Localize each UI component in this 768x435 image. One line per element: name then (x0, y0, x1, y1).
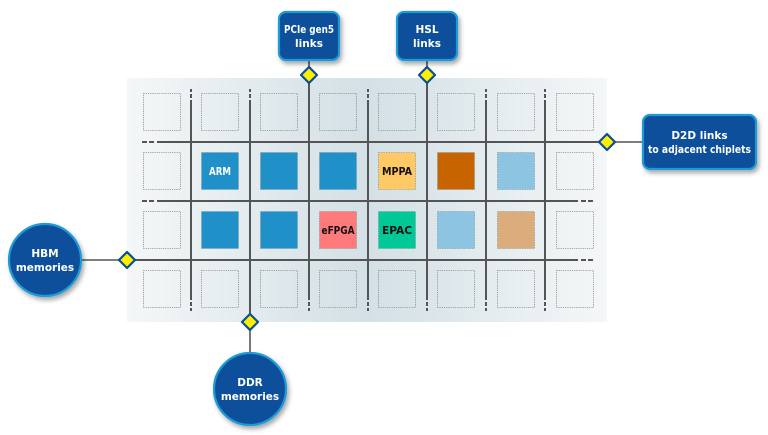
pcie-connector-diamond-icon (299, 65, 319, 85)
empty-tile-slot (260, 270, 298, 308)
hbm-callout-text: memories (16, 262, 74, 274)
empty-tile-slot (201, 93, 239, 131)
hsl-connector-diamond-icon (417, 65, 437, 85)
empty-tile-slot (143, 211, 181, 249)
empty-tile-slot (556, 270, 594, 308)
tile-block (319, 152, 357, 190)
empty-tile-slot (497, 270, 535, 308)
hbm-callout-text: HBM (31, 248, 58, 260)
tile-block (437, 211, 475, 249)
hsl-callout: HSL links (395, 10, 459, 62)
tile-efpga: eFPGA (319, 211, 357, 249)
d2d-callout-box (641, 113, 758, 171)
tile-block (497, 211, 535, 249)
pcie-callout: PCIe gen5 links (277, 10, 341, 62)
empty-tile-slot (143, 93, 181, 131)
d2d-connector-diamond-icon (597, 132, 617, 152)
empty-tile-slot (260, 93, 298, 131)
pcie-callout-text: links (295, 38, 323, 50)
empty-tile-slot (143, 152, 181, 190)
tile-arm: ARM (201, 152, 239, 190)
hbm-callout-circle (7, 222, 83, 298)
tile-label: eFPGA (322, 225, 356, 237)
empty-tile-slot (497, 93, 535, 131)
empty-tile-slot (378, 270, 416, 308)
tile-mppa: MPPA (378, 152, 416, 190)
tile-compute (437, 152, 475, 190)
empty-tile-slot (201, 270, 239, 308)
hsl-callout-text: links (413, 38, 441, 50)
tile-block (260, 211, 298, 249)
tile-compute (319, 152, 357, 190)
empty-tile-slot (556, 211, 594, 249)
empty-tile-slot (319, 93, 357, 131)
tile-compute (260, 211, 298, 249)
empty-tile-slot (319, 270, 357, 308)
tile-block (260, 152, 298, 190)
external-connectors (80, 60, 642, 355)
tile-block (437, 152, 475, 190)
pcie-callout-box (277, 10, 341, 62)
tile-block (319, 211, 357, 249)
empty-tile-slot (143, 270, 181, 308)
tile-block (378, 152, 416, 190)
d2d-callout: D2D links to adjacent chiplets (641, 113, 758, 171)
d2d-callout-text: to adjacent chiplets (648, 144, 751, 156)
hsl-callout-box (395, 10, 459, 62)
tile-grid: ARM MPPA eFPGA EPAC (143, 93, 594, 308)
ddr-connector-diamond-icon (240, 312, 260, 332)
empty-tile-slot (556, 152, 594, 190)
tile-compute (497, 211, 535, 249)
tile-block (201, 152, 239, 190)
tile-compute (497, 152, 535, 190)
empty-tile-slot (437, 270, 475, 308)
interconnect-grid (127, 75, 607, 322)
tile-compute (201, 211, 239, 249)
tile-block (497, 152, 535, 190)
tile-block (378, 211, 416, 249)
empty-tile-slot (378, 93, 416, 131)
d2d-callout-text: D2D links (671, 130, 727, 142)
tile-label: EPAC (382, 225, 412, 237)
hbm-callout: HBM memories (7, 222, 83, 298)
tile-compute (437, 211, 475, 249)
hbm-connector-diamond-icon (117, 250, 137, 270)
ddr-callout-circle (212, 351, 288, 427)
tile-epac: EPAC (378, 211, 416, 249)
tile-label: ARM (209, 166, 231, 178)
ddr-callout-text: memories (221, 391, 279, 403)
tile-label: MPPA (382, 166, 413, 178)
empty-tile-slot (437, 93, 475, 131)
ddr-callout-text: DDR (237, 377, 263, 389)
ddr-callout: DDR memories (212, 351, 288, 427)
tile-compute (260, 152, 298, 190)
pcie-callout-text: PCIe gen5 (284, 24, 334, 36)
hsl-callout-text: HSL (415, 24, 438, 36)
tile-block (201, 211, 239, 249)
empty-tile-slot (556, 93, 594, 131)
